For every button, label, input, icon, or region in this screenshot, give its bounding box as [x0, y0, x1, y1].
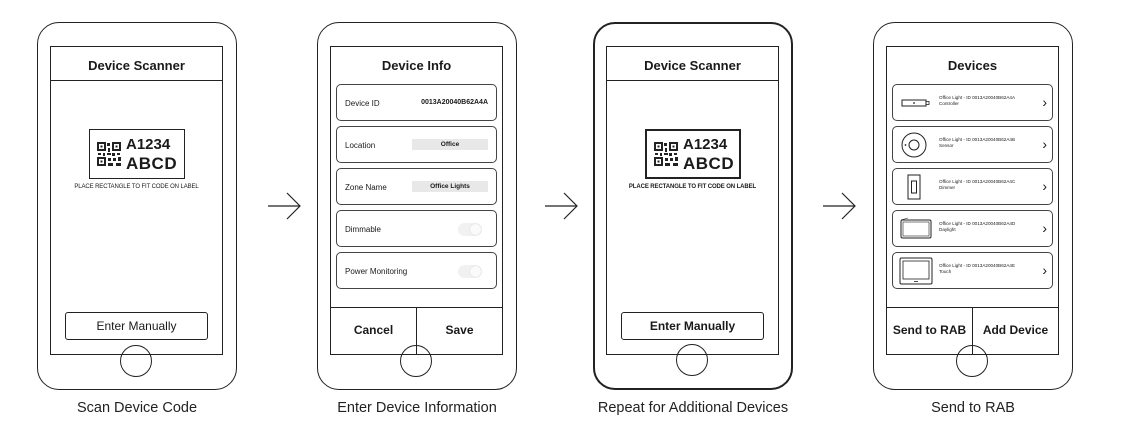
screen-device-info: Device Info Device ID 0013A20040B62A4A L… — [330, 46, 503, 355]
code-line-1: A1234 — [126, 136, 171, 153]
zone-name-field[interactable]: Zone Name Office Lights — [336, 168, 497, 205]
device-type: Daylight — [939, 226, 956, 232]
screen-devices: Devices Office Light - ID 0013A20040B62A… — [886, 46, 1059, 355]
phone-device-info: Device Info Device ID 0013A20040B62A4A L… — [317, 22, 517, 390]
arrow-right-icon — [823, 192, 856, 220]
phone-devices: Devices Office Light - ID 0013A20040B62A… — [873, 22, 1073, 390]
screen-title: Device Scanner — [607, 47, 778, 81]
screen-title: Device Scanner — [51, 47, 222, 81]
screen-title: Device Info — [381, 58, 452, 73]
home-button[interactable] — [120, 345, 152, 377]
chevron-right-icon: › — [1042, 178, 1047, 194]
enter-manually-button[interactable]: Enter Manually — [621, 312, 764, 340]
cancel-button[interactable]: Cancel — [353, 323, 394, 337]
device-name: Office Light - ID 0013A20040B62A4B — [939, 137, 1016, 142]
daylight-icon — [900, 217, 932, 239]
field-label: Zone Name — [345, 183, 387, 192]
scan-hint: PLACE RECTANGLE TO FIT CODE ON LABEL — [74, 184, 199, 190]
device-row-sensor[interactable]: Office Light - ID 0013A20040B62A4B Senso… — [892, 126, 1053, 163]
device-name: Office Light - ID 0013A20040B62A4D — [939, 221, 1016, 226]
home-button[interactable] — [956, 345, 988, 377]
screen-device-scanner: Device Scanner A1234 ABCD PLACE RECTANGL… — [50, 46, 223, 355]
chevron-right-icon: › — [1042, 94, 1047, 110]
screen-device-scanner: Device Scanner A1234 ABCD PLACE RECTANGL… — [606, 46, 779, 355]
device-type: Touch — [939, 268, 952, 274]
dimmer-icon — [907, 174, 921, 200]
zone-name-value[interactable]: Office Lights — [412, 181, 488, 192]
save-button[interactable]: Save — [416, 308, 502, 354]
field-label: Power Monitoring — [345, 267, 408, 276]
action-bar: Cancel Save — [331, 307, 502, 354]
phone-scan-device: Device Scanner A1234 ABCD PLACE RECTANGL… — [37, 22, 237, 390]
step-caption: Repeat for Additional Devices — [597, 400, 789, 416]
send-to-rab-button[interactable]: Send to RAB — [892, 323, 967, 337]
field-label: Device ID — [345, 99, 380, 108]
dimmable-toggle[interactable] — [458, 223, 482, 236]
chevron-right-icon: › — [1042, 136, 1047, 152]
field-label: Location — [345, 141, 376, 150]
qr-code-icon — [654, 142, 678, 166]
touch-icon — [899, 257, 933, 285]
step-caption: Enter Device Information — [337, 400, 497, 416]
arrow-right-icon — [545, 192, 578, 220]
step-caption: Send to RAB — [931, 400, 1015, 416]
chevron-right-icon: › — [1042, 262, 1047, 278]
device-id-field[interactable]: Device ID 0013A20040B62A4A — [336, 84, 497, 121]
chevron-right-icon: › — [1042, 220, 1047, 236]
location-field[interactable]: Location Office — [336, 126, 497, 163]
screen-title: Devices — [947, 58, 998, 73]
device-row-daylight[interactable]: Office Light - ID 0013A20040B62A4D Dayli… — [892, 210, 1053, 247]
phone-repeat-scan: Device Scanner A1234 ABCD PLACE RECTANGL… — [593, 22, 793, 390]
device-name: Office Light - ID 0013A20040B62A4E — [939, 263, 1016, 268]
field-label: Dimmable — [345, 225, 382, 234]
home-button[interactable] — [400, 345, 432, 377]
device-row-touch[interactable]: Office Light - ID 0013A20040B62A4E Touch… — [892, 252, 1053, 289]
add-device-button[interactable]: Add Device — [972, 308, 1058, 354]
arrow-right-icon — [268, 192, 301, 220]
power-monitoring-toggle[interactable] — [458, 265, 482, 278]
code-line-2: ABCD — [683, 154, 735, 173]
step-caption: Scan Device Code — [76, 400, 198, 416]
controller-icon — [901, 99, 930, 107]
sensor-icon — [901, 132, 927, 158]
location-value[interactable]: Office — [412, 139, 488, 150]
device-type: Sensor — [939, 142, 954, 148]
device-row-controller[interactable]: Office Light - ID 0013A20040B62A4A Contr… — [892, 84, 1053, 121]
scan-target-frame: A1234 ABCD — [645, 129, 741, 179]
device-type: Controller — [939, 100, 959, 106]
device-row-dimmer[interactable]: Office Light - ID 0013A20040B62A4C Dimme… — [892, 168, 1053, 205]
code-line-2: ABCD — [126, 154, 178, 173]
home-button[interactable] — [676, 344, 708, 376]
device-name: Office Light - ID 0013A20040B62A4C — [939, 179, 1016, 184]
dimmable-field: Dimmable — [336, 210, 497, 247]
action-bar: Send to RAB Add Device — [887, 307, 1058, 354]
code-line-1: A1234 — [683, 136, 728, 153]
device-name: Office Light - ID 0013A20040B62A4A — [939, 95, 1016, 100]
scan-target-frame: A1234 ABCD — [89, 129, 185, 179]
scan-hint: PLACE RECTANGLE TO FIT CODE ON LABEL — [628, 184, 757, 190]
device-id-value: 0013A20040B62A4A — [421, 99, 488, 106]
power-monitoring-field: Power Monitoring — [336, 252, 497, 289]
qr-code-icon — [97, 142, 121, 166]
device-type: Dimmer — [939, 184, 956, 190]
enter-manually-button[interactable]: Enter Manually — [65, 312, 208, 340]
